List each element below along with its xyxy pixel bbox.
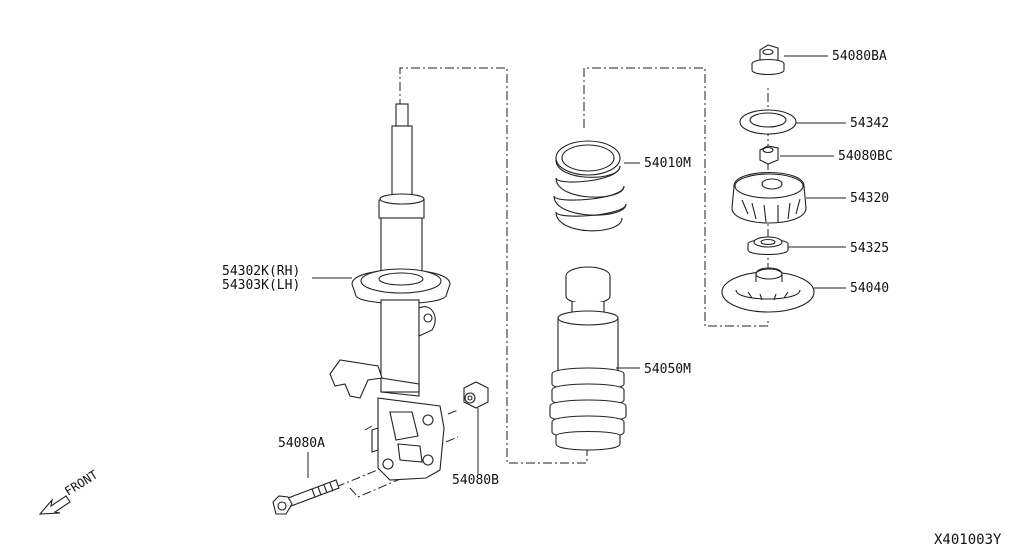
front-label: FRONT	[62, 468, 100, 499]
bearing-54325	[747, 236, 789, 256]
washer-54342	[739, 109, 797, 135]
spring-seat-54040	[721, 267, 815, 313]
label-54325: 54325	[850, 241, 889, 256]
label-54050M: 54050M	[644, 362, 691, 377]
coil-spring-54010M	[553, 140, 627, 232]
label-54010M: 54010M	[644, 156, 691, 171]
label-54080BC: 54080BC	[838, 149, 893, 164]
label-54302K-rh: 54302K(RH)	[222, 264, 300, 279]
strut-assembly	[329, 103, 451, 481]
bound-bumper-54050M	[549, 266, 627, 451]
leader-lines	[307, 55, 846, 478]
label-54303K-lh: 54303K(LH)	[222, 278, 300, 293]
mount-insulator-54320	[731, 172, 807, 224]
bolt-54080A	[272, 479, 340, 515]
label-54080B: 54080B	[452, 473, 499, 488]
label-54320: 54320	[850, 191, 889, 206]
nut-54080BA	[751, 44, 785, 76]
front-arrow-icon	[38, 495, 71, 515]
nut-54080BC	[759, 145, 779, 165]
diagram-id: X401003Y	[934, 532, 1002, 548]
label-54080A: 54080A	[278, 436, 325, 451]
label-54342: 54342	[850, 116, 889, 131]
label-54080BA: 54080BA	[832, 49, 887, 64]
label-54040: 54040	[850, 281, 889, 296]
front-indicator: FRONT	[38, 468, 100, 515]
nut-54080B	[463, 381, 489, 409]
